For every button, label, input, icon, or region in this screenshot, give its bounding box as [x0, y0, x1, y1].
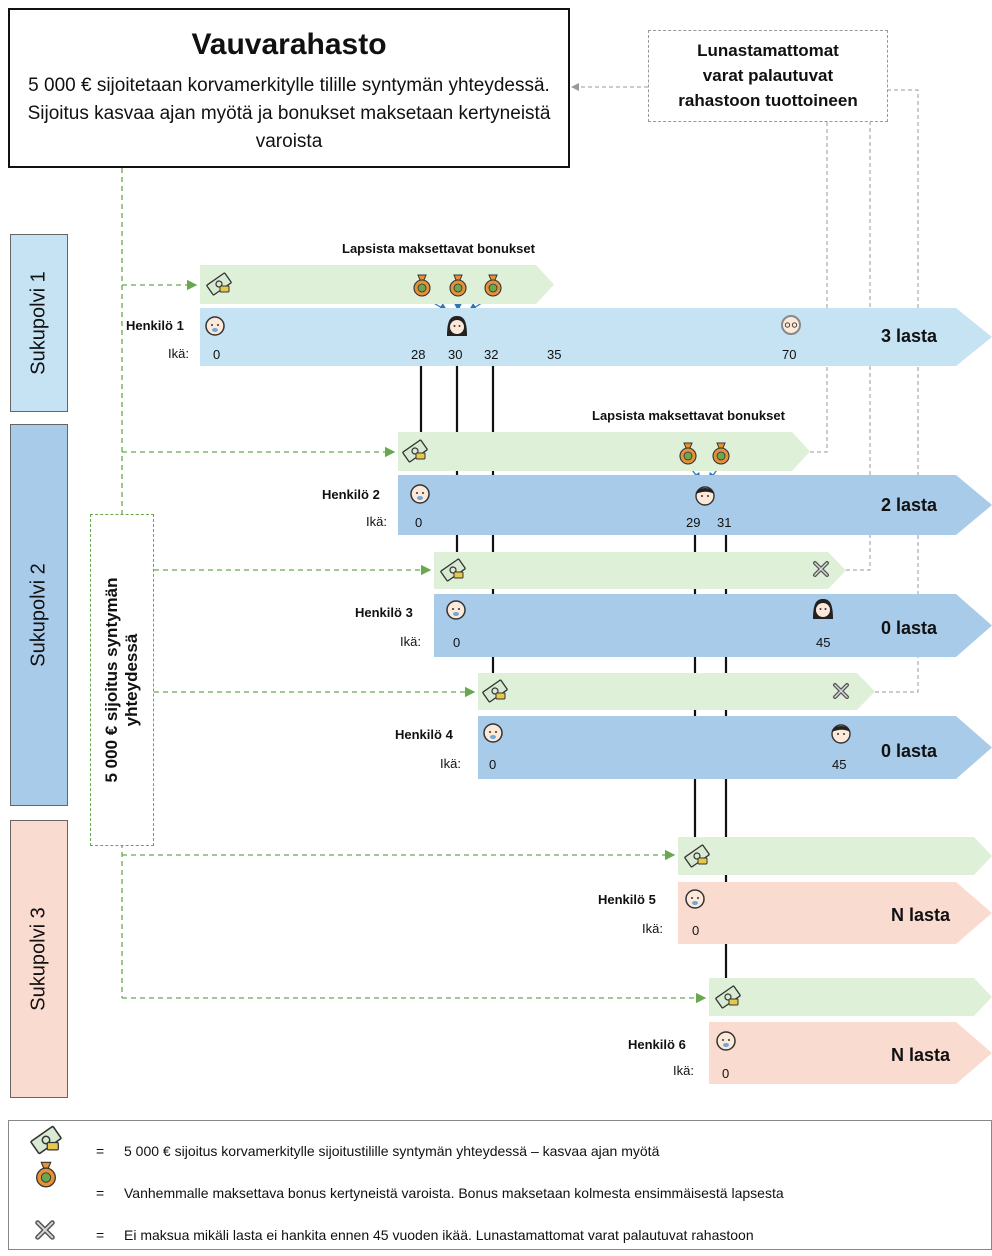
- baby-icon: [716, 1031, 736, 1051]
- legend-eq-3: =: [96, 1227, 105, 1243]
- legend-text-2: Vanhemmalle maksettava bonus kertyneistä…: [124, 1185, 784, 1201]
- woman-icon: [447, 316, 467, 336]
- person-3-age-0: 0: [453, 635, 461, 650]
- investment-icon: [402, 439, 428, 463]
- return-note-line3: rahastoon tuottoineen: [678, 91, 858, 110]
- money-bag-icon: [712, 442, 730, 465]
- baby-icon: [410, 484, 430, 504]
- age-label-4: Ikä:: [440, 756, 461, 771]
- bonus-title-1: Lapsista maksettavat bonukset: [342, 241, 535, 256]
- legend-eq-1: =: [96, 1143, 105, 1159]
- person-4-age-0: 0: [489, 757, 497, 772]
- cross-icon: [813, 561, 829, 577]
- baby-icon: [483, 723, 503, 743]
- person-1-age-70: 70: [782, 347, 797, 362]
- age-label-2: Ikä:: [366, 514, 387, 529]
- bonus-title-2: Lapsista maksettavat bonukset: [592, 408, 785, 423]
- legend-eq-2: =: [96, 1185, 105, 1201]
- person-5-kids: N lasta: [891, 905, 951, 925]
- title-box: Vauvarahasto 5 000 € sijoitetaan korvame…: [8, 8, 570, 168]
- money-bag-icon: [413, 274, 431, 297]
- legend-investment-icon: [30, 1125, 62, 1155]
- money-bag-icon: [484, 274, 502, 297]
- person-band-4: [478, 716, 992, 779]
- generation-3-text: Sukupolvi 3: [27, 907, 50, 1011]
- person-2-age-29: 29: [686, 515, 701, 530]
- generation-2-label: Sukupolvi 2: [10, 424, 68, 806]
- man-icon: [831, 724, 851, 744]
- investment-icon: [206, 272, 232, 296]
- generation-2-text: Sukupolvi 2: [27, 563, 50, 667]
- investment-label-box: 5 000 € sijoitus syntymän yhteydessä: [90, 514, 154, 846]
- age-label-1: Ikä:: [168, 346, 189, 361]
- return-note-line1: Lunastamattomat: [697, 41, 839, 60]
- investment-label-line1: 5 000 € sijoitus syntymän: [102, 577, 121, 783]
- person-band-3: [434, 594, 992, 657]
- legend-text-1: 5 000 € sijoitus korvamerkitylle sijoitu…: [124, 1143, 660, 1159]
- investment-band-3: [434, 552, 846, 589]
- baby-icon: [205, 316, 225, 336]
- generation-3-label: Sukupolvi 3: [10, 820, 68, 1098]
- money-bag-icon: [449, 274, 467, 297]
- person-3-name: Henkilö 3: [355, 605, 413, 620]
- person-1-name: Henkilö 1: [126, 318, 184, 333]
- man-icon: [695, 486, 715, 506]
- investment-icon: [440, 558, 466, 582]
- money-bag-icon: [679, 442, 697, 465]
- title-description: 5 000 € sijoitetaan korvamerkitylle tili…: [27, 75, 551, 152]
- investment-band-6: [709, 978, 992, 1016]
- person-1-age-32: 32: [484, 347, 499, 362]
- generation-1-label: Sukupolvi 1: [10, 234, 68, 412]
- legend-money-bag-icon: [36, 1161, 56, 1188]
- person-6-kids: N lasta: [891, 1045, 951, 1065]
- cross-icon: [833, 683, 849, 699]
- person-5-age-0: 0: [692, 923, 700, 938]
- generation-1-text: Sukupolvi 1: [27, 271, 50, 375]
- investment-icon: [482, 679, 508, 703]
- person-1-age-30: 30: [448, 347, 463, 362]
- baby-icon: [446, 600, 466, 620]
- person-4-age-45: 45: [832, 757, 847, 772]
- person-1-age-35: 35: [547, 347, 562, 362]
- person-3-kids: 0 lasta: [881, 618, 938, 638]
- age-label-5: Ikä:: [642, 921, 663, 936]
- investment-label-line2: yhteydessä: [122, 633, 141, 727]
- person-2-age-0: 0: [415, 515, 423, 530]
- investment-band-4: [478, 673, 875, 710]
- person-2-name: Henkilö 2: [322, 487, 380, 502]
- investment-icon: [684, 844, 710, 868]
- person-band-6: [709, 1022, 992, 1084]
- age-label-6: Ikä:: [673, 1063, 694, 1078]
- baby-icon: [685, 889, 705, 909]
- return-note-line2: varat palautuvat: [702, 66, 834, 85]
- person-5-name: Henkilö 5: [598, 892, 656, 907]
- woman-icon: [813, 599, 833, 619]
- investment-band-5: [678, 837, 992, 875]
- person-6-name: Henkilö 6: [628, 1037, 686, 1052]
- person-1-age-0: 0: [213, 347, 221, 362]
- person-4-kids: 0 lasta: [881, 741, 938, 761]
- person-band-2: [398, 475, 992, 535]
- person-6-age-0: 0: [722, 1066, 730, 1081]
- person-4-name: Henkilö 4: [395, 727, 453, 742]
- legend-text-3: Ei maksua mikäli lasta ei hankita ennen …: [124, 1227, 754, 1243]
- age-label-3: Ikä:: [400, 634, 421, 649]
- legend-cross-icon: [35, 1220, 55, 1240]
- person-2-age-31: 31: [717, 515, 732, 530]
- person-2-kids: 2 lasta: [881, 495, 938, 515]
- return-note-box: Lunastamattomat varat palautuvat rahasto…: [648, 30, 888, 122]
- elderly-person-icon: [781, 315, 801, 335]
- person-band-5: [678, 882, 992, 944]
- investment-icon: [715, 985, 741, 1009]
- person-1-kids: 3 lasta: [881, 326, 938, 346]
- investment-band-2: [398, 432, 810, 471]
- person-1-age-28: 28: [411, 347, 426, 362]
- page-title: Vauvarahasto: [191, 28, 387, 61]
- person-band-1: [200, 308, 992, 366]
- person-3-age-45: 45: [816, 635, 831, 650]
